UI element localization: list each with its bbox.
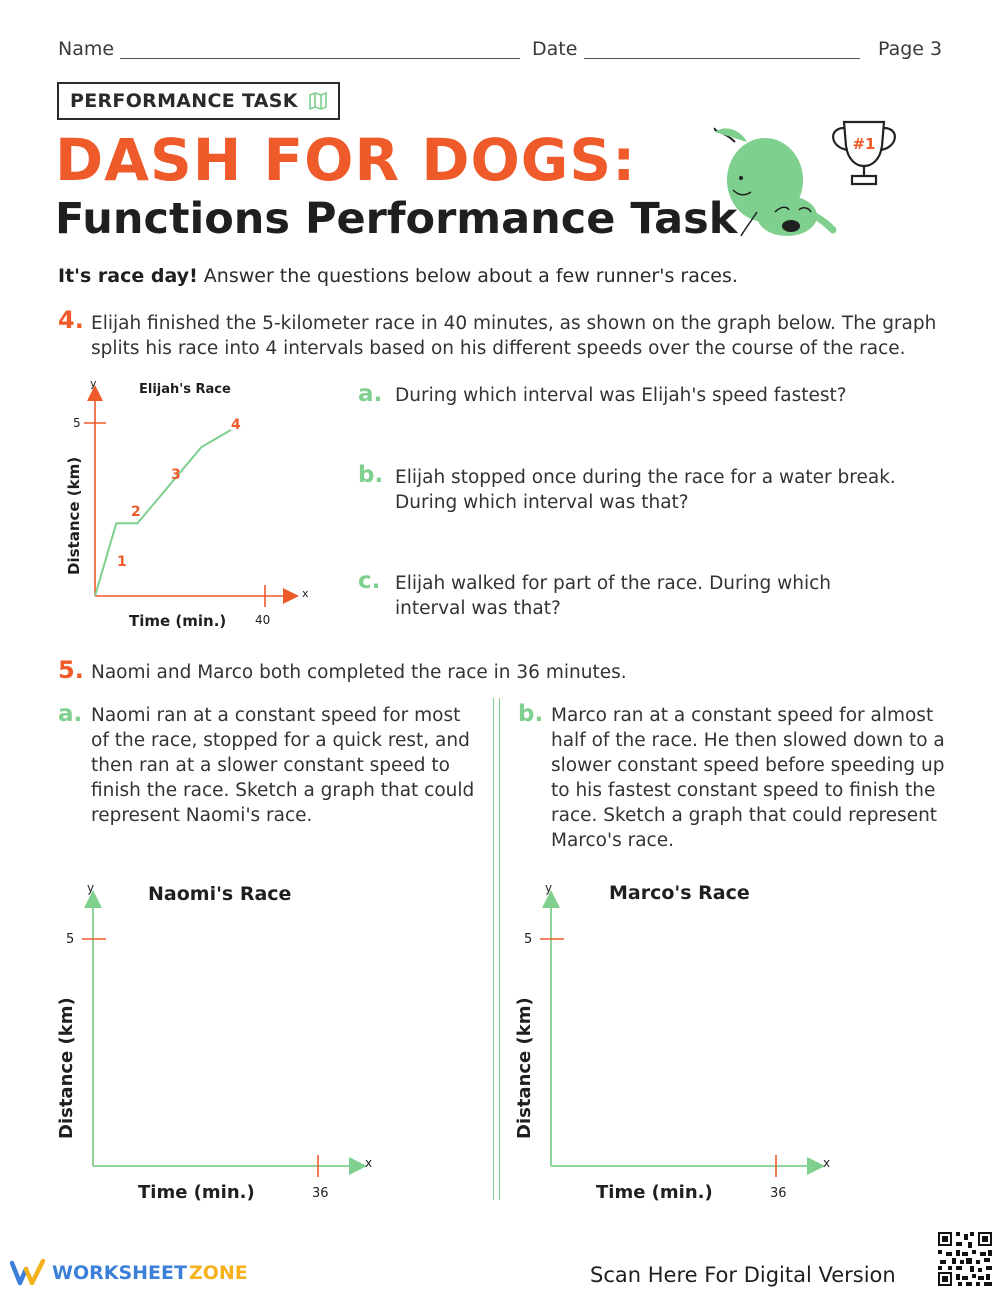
- elijah-chart: y x 5 40 Elijah's Race Time (min.) Dista…: [65, 377, 309, 630]
- name-label: Name: [58, 38, 115, 60]
- column-divider-right: [499, 698, 500, 1200]
- naomi-chart[interactable]: y x 5 36 Naomi's Race Time (min.) Distan…: [50, 875, 390, 1210]
- page-subtitle: Functions Performance Task: [55, 194, 738, 244]
- q4b-text: Elijah stopped once during the race for …: [395, 467, 896, 513]
- performance-task-text: PERFORMANCE TASK: [70, 90, 298, 112]
- naomi-x-letter: x: [365, 1156, 372, 1170]
- intro-text: It's race day! Answer the questions belo…: [58, 265, 738, 287]
- marco-chart-title: Marco's Race: [609, 882, 750, 904]
- q4b-letter: b.: [358, 462, 384, 488]
- elijah-y-label: Distance (km): [65, 457, 83, 575]
- marco-x-tick-label: 36: [770, 1186, 787, 1201]
- q4a-letter: a.: [358, 381, 383, 407]
- naomi-y-tick-label: 5: [66, 932, 74, 947]
- naomi-chart-title: Naomi's Race: [148, 883, 291, 905]
- intro-bold: It's race day!: [58, 265, 198, 287]
- marco-y-label: Distance (km): [514, 997, 535, 1139]
- elijah-x-label: Time (min.): [129, 612, 226, 630]
- elijah-x-letter: x: [302, 587, 309, 600]
- brand-name-b: ZONE: [188, 1262, 248, 1284]
- marco-chart[interactable]: y x 5 36 Marco's Race Time (min.) Distan…: [508, 875, 848, 1210]
- elijah-y-letter: y: [90, 377, 97, 390]
- q5b-letter: b.: [518, 701, 544, 727]
- q4a-text: During which interval was Elijah's speed…: [395, 385, 847, 406]
- q5-number: 5.: [58, 656, 84, 684]
- intro-body: Answer the questions below about a few r…: [197, 265, 738, 287]
- dog-illustration: [713, 127, 837, 237]
- page-title: DASH FOR DOGS:: [55, 126, 637, 194]
- q4c-text: Elijah walked for part of the race. Duri…: [395, 573, 832, 619]
- trophy-text: #1: [852, 135, 875, 153]
- elijah-x-tick-label: 40: [255, 613, 270, 627]
- q5a-letter: a.: [58, 701, 83, 727]
- naomi-x-label: Time (min.): [138, 1182, 255, 1203]
- interval-label-4: 4: [231, 417, 241, 433]
- name-line[interactable]: [120, 58, 520, 59]
- marco-x-label: Time (min.): [596, 1182, 713, 1203]
- performance-task-label: PERFORMANCE TASK: [57, 82, 340, 120]
- elijah-interval-labels: 1 2 3 4: [117, 417, 241, 570]
- trophy-icon: #1: [832, 120, 896, 186]
- naomi-y-letter: y: [87, 881, 94, 895]
- q4-text: Elijah finished the 5-kilometer race in …: [91, 313, 937, 359]
- date-line[interactable]: [584, 58, 860, 59]
- page-number: Page 3: [878, 38, 943, 60]
- map-icon: [308, 92, 327, 110]
- elijah-y-tick-label: 5: [73, 416, 81, 430]
- elijah-chart-title: Elijah's Race: [139, 382, 231, 397]
- interval-label-1: 1: [117, 554, 127, 570]
- q4c-letter: c.: [358, 568, 381, 594]
- marco-y-tick-label: 5: [524, 932, 532, 947]
- worksheet-zone-logo-icon: [10, 1259, 46, 1286]
- interval-label-2: 2: [131, 504, 141, 520]
- naomi-x-tick-label: 36: [312, 1186, 329, 1201]
- interval-label-3: 3: [171, 467, 181, 483]
- q5b-text: Marco ran at a constant speed for almost…: [551, 705, 945, 851]
- q4-number: 4.: [58, 306, 84, 334]
- elijah-data-line: [94, 429, 232, 597]
- marco-y-letter: y: [545, 881, 552, 895]
- qr-code-icon[interactable]: [936, 1230, 994, 1288]
- marco-x-letter: x: [823, 1156, 830, 1170]
- q5-text: Naomi and Marco both completed the race …: [91, 662, 627, 683]
- naomi-y-label: Distance (km): [56, 997, 77, 1139]
- date-label: Date: [532, 38, 578, 60]
- scan-text: Scan Here For Digital Version: [590, 1263, 896, 1287]
- column-divider-left: [493, 698, 494, 1200]
- brand-name-a: WORKSHEET: [52, 1262, 187, 1284]
- q5a-text: Naomi ran at a constant speed for most o…: [91, 705, 475, 826]
